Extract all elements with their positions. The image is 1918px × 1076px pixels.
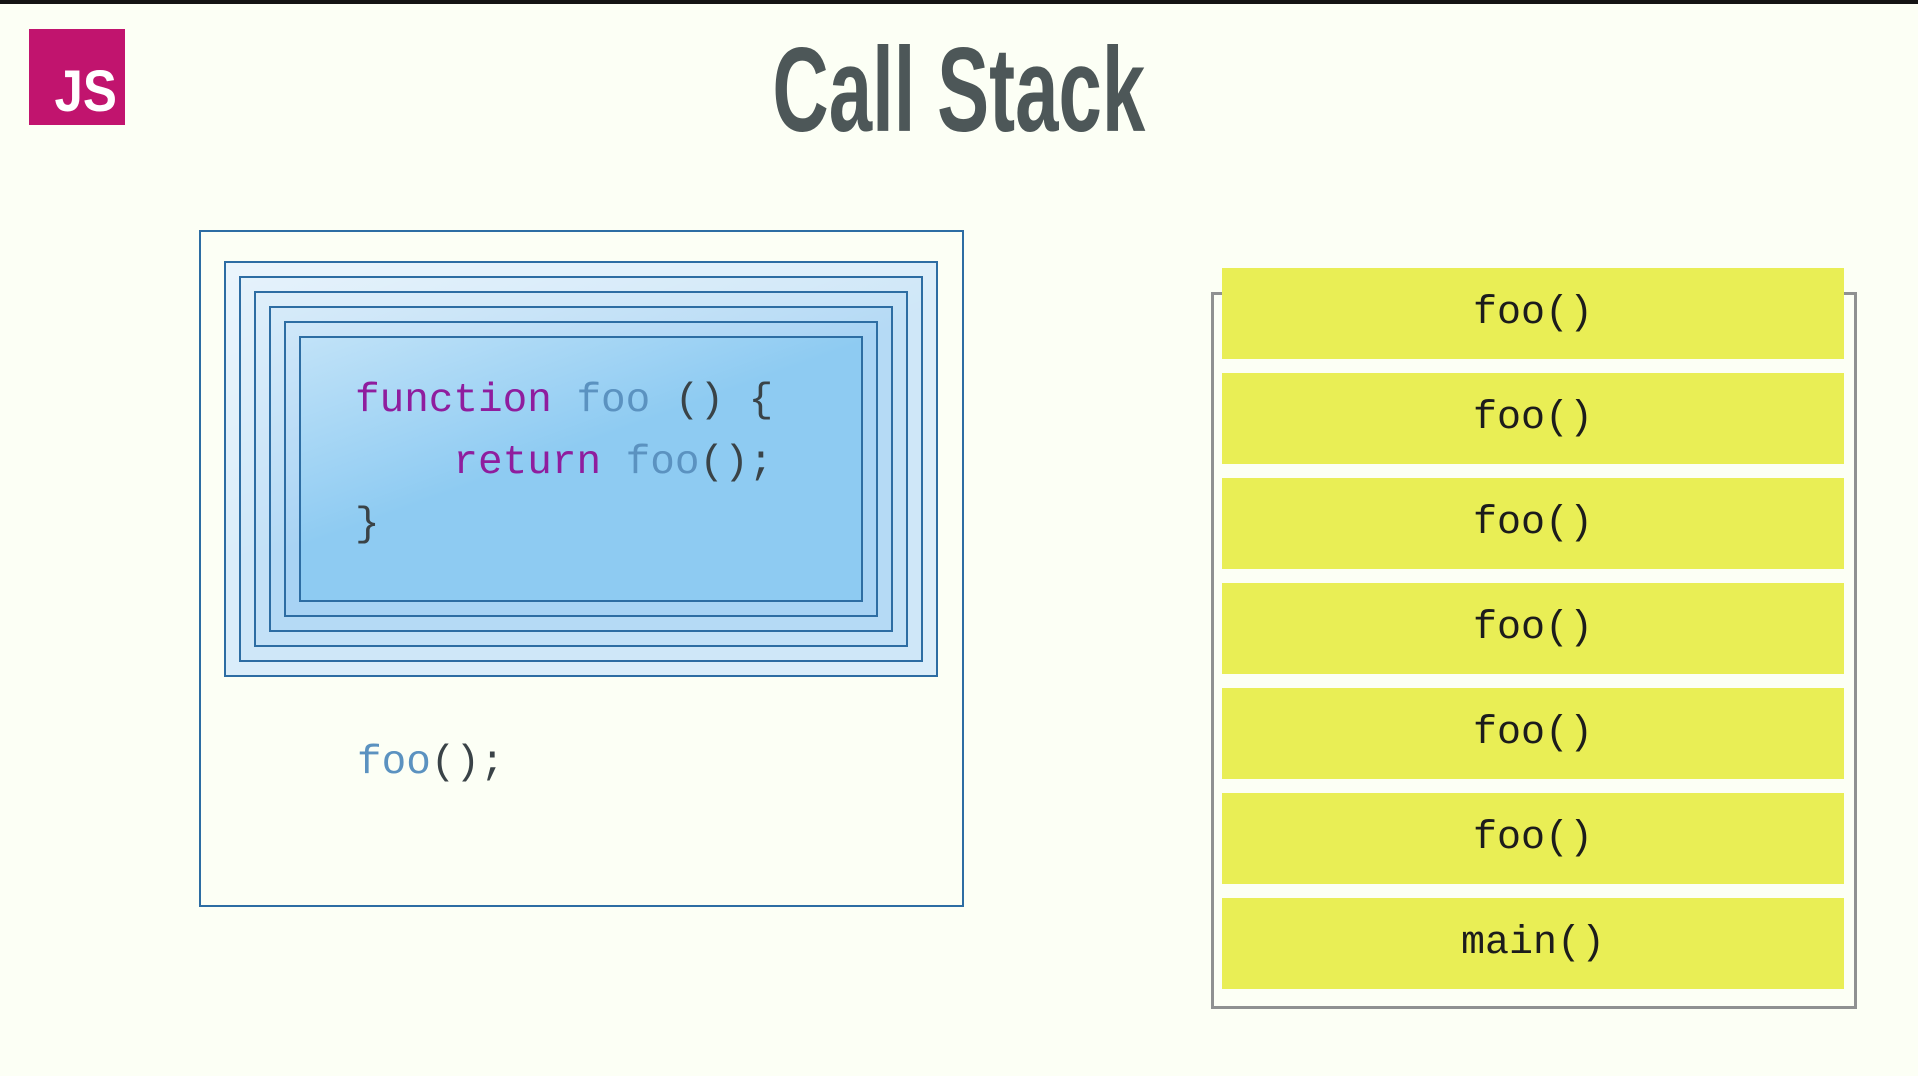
code-token: () {: [650, 378, 774, 424]
nested-box-3: function foo () { return foo(); }: [254, 291, 908, 647]
code-token: return: [453, 440, 602, 486]
call-stack-container: foo() foo() foo() foo() foo() foo() main(): [1211, 268, 1857, 1009]
code-token: }: [355, 502, 380, 548]
code-token: ();: [430, 740, 505, 786]
top-letterbox-bar: [0, 0, 1918, 4]
call-statement: foo();: [357, 732, 505, 794]
code-line: }: [355, 494, 773, 556]
code-token: [552, 378, 577, 424]
stack-frame: foo(): [1222, 478, 1844, 569]
code-token: foo: [357, 740, 431, 786]
stack-frame: foo(): [1222, 583, 1844, 674]
stack-frame: foo(): [1222, 793, 1844, 884]
title-wrap: Call Stack: [0, 30, 1918, 150]
code-line: function foo () {: [355, 370, 773, 432]
stack-frame: foo(): [1222, 268, 1844, 359]
code-token: [355, 440, 453, 486]
stack-frame: main(): [1222, 898, 1844, 989]
code-token: foo: [625, 440, 700, 486]
nested-box-2: function foo () { return foo(); }: [239, 276, 923, 662]
nested-box-5: function foo () { return foo(); }: [284, 321, 878, 617]
slide-title: Call Stack: [772, 23, 1146, 157]
code-token: [601, 440, 626, 486]
stack-frame: foo(): [1222, 688, 1844, 779]
code-block: function foo () { return foo(); }: [355, 370, 773, 556]
stack-frame: foo(): [1222, 373, 1844, 464]
code-token: ();: [699, 440, 774, 486]
code-line: return foo();: [355, 432, 773, 494]
code-panel: function foo () { return foo(); }: [199, 230, 964, 907]
code-token: function: [355, 378, 552, 424]
nested-box-1: function foo () { return foo(); }: [224, 261, 938, 677]
code-token: foo: [576, 378, 651, 424]
nested-box-6: function foo () { return foo(); }: [299, 336, 863, 602]
stack-bars: foo() foo() foo() foo() foo() foo() main(): [1222, 268, 1844, 1003]
js-logo: JS: [29, 29, 125, 125]
nested-box-4: function foo () { return foo(); }: [269, 306, 893, 632]
js-logo-text: JS: [54, 59, 117, 124]
